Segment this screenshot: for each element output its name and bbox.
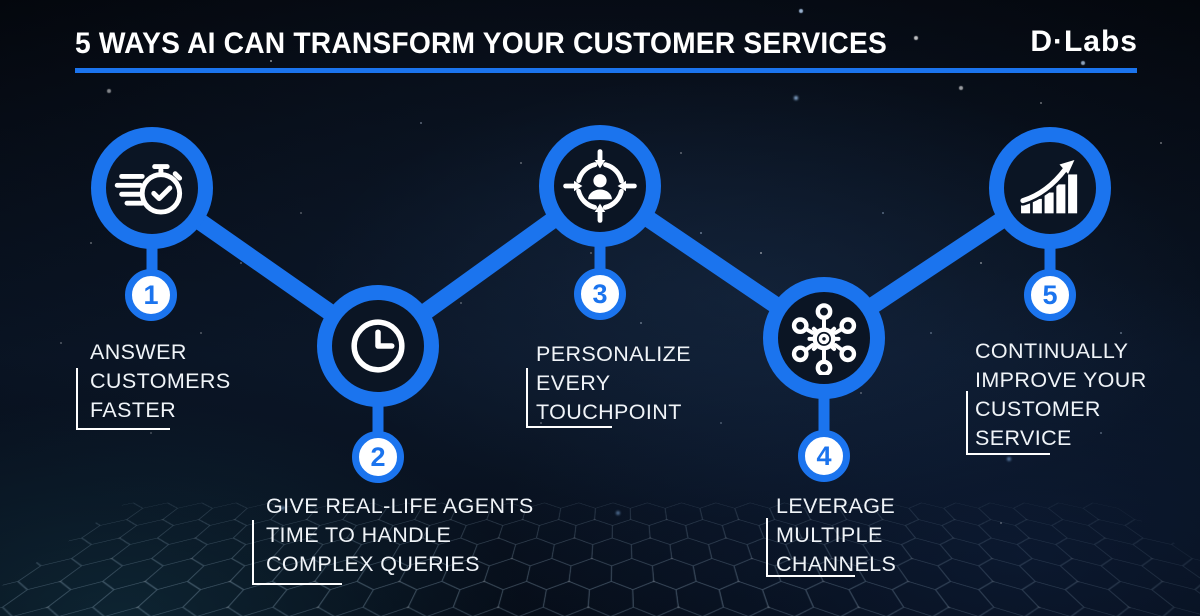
step-number: 3 — [592, 278, 608, 309]
step-number-badge-3: 3 — [574, 268, 626, 320]
label-line: EVERY — [536, 371, 611, 395]
label-line: PERSONALIZE — [536, 342, 691, 366]
label-line: CONTINUALLY — [975, 339, 1129, 363]
label-bracket — [966, 391, 1050, 455]
step-number-badge-1: 1 — [125, 269, 177, 321]
step-label-4: LEVERAGE MULTIPLE CHANNELS — [776, 492, 896, 579]
step-label-1: ANSWER CUSTOMERS FASTER — [90, 338, 231, 425]
label-line: CUSTOMERS — [90, 369, 231, 393]
label-line: COMPLEX QUERIES — [266, 552, 480, 576]
step-number: 5 — [1042, 279, 1058, 310]
label-bracket — [76, 368, 170, 430]
speed-stopwatch-icon — [114, 164, 183, 215]
step-number: 1 — [143, 279, 159, 310]
step-number-badge-5: 5 — [1024, 269, 1076, 321]
step-label-5: CONTINUALLY IMPROVE YOUR CUSTOMER SERVIC… — [975, 337, 1147, 453]
multichannel-hub-icon — [791, 303, 857, 375]
label-line: MULTIPLE — [776, 523, 883, 547]
label-line: TIME TO HANDLE — [266, 523, 452, 547]
label-bracket — [766, 518, 855, 577]
step-number-badge-2: 2 — [352, 431, 404, 483]
step-label-2: GIVE REAL-LIFE AGENTS TIME TO HANDLE COM… — [266, 492, 534, 579]
header-divider — [75, 68, 1137, 73]
label-line: FASTER — [90, 398, 177, 422]
label-line: IMPROVE YOUR — [975, 368, 1147, 392]
customer-target-icon — [563, 149, 637, 223]
step-number-badge-4: 4 — [798, 430, 850, 482]
label-line: SERVICE — [975, 426, 1072, 450]
label-bracket — [252, 520, 342, 585]
step-circle-1 — [91, 127, 213, 249]
label-line: ANSWER — [90, 340, 187, 364]
step-circle-4 — [763, 277, 885, 399]
step-label-3: PERSONALIZE EVERY TOUCHPOINT — [536, 340, 691, 427]
page-title: 5 WAYS AI CAN TRANSFORM YOUR CUSTOMER SE… — [75, 27, 887, 60]
clock-icon — [351, 319, 405, 373]
growth-chart-icon — [1017, 159, 1078, 214]
step-number: 2 — [370, 441, 386, 472]
label-line: LEVERAGE — [776, 494, 896, 518]
label-bracket — [526, 368, 612, 428]
label-line: CHANNELS — [776, 552, 897, 576]
step-circle-2 — [317, 285, 439, 407]
label-line: TOUCHPOINT — [536, 400, 682, 424]
step-circle-3 — [539, 125, 661, 247]
step-number: 4 — [816, 440, 832, 471]
label-line: CUSTOMER — [975, 397, 1101, 421]
dlabs-logo: D·Labs — [1030, 25, 1138, 58]
step-circle-5 — [989, 127, 1111, 249]
label-line: GIVE REAL-LIFE AGENTS — [266, 494, 534, 518]
